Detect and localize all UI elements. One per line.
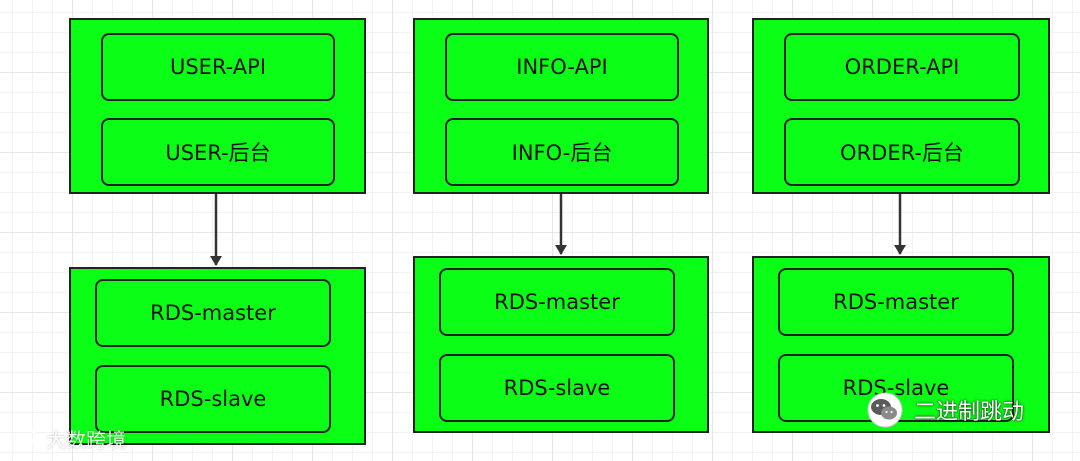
node-info-backend[interactable]: INFO-后台 (445, 118, 679, 186)
node-user-rds-slave[interactable]: RDS-slave (95, 365, 331, 433)
node-user-api[interactable]: USER-API (101, 33, 335, 101)
node-info-api[interactable]: INFO-API (445, 33, 679, 101)
watermark-left-text: 大数跨境 (46, 428, 126, 452)
watermark-right: 二进制跳动 (862, 392, 1024, 428)
wechat-icon (867, 392, 903, 428)
service-container-order: ORDER-API ORDER-后台 (752, 18, 1050, 194)
service-container-info: INFO-API INFO-后台 (413, 18, 709, 194)
db-container-user: RDS-master RDS-slave (69, 267, 366, 445)
node-user-rds-master[interactable]: RDS-master (95, 279, 331, 347)
weibo-icon (6, 428, 38, 451)
node-order-api[interactable]: ORDER-API (784, 33, 1020, 101)
node-user-backend[interactable]: USER-后台 (101, 118, 335, 186)
node-info-rds-slave[interactable]: RDS-slave (439, 354, 675, 422)
service-container-user: USER-API USER-后台 (69, 18, 366, 194)
node-order-backend[interactable]: ORDER-后台 (784, 118, 1020, 186)
node-order-rds-master[interactable]: RDS-master (778, 268, 1014, 336)
db-container-info: RDS-master RDS-slave (413, 256, 709, 433)
watermark-right-text: 二进制跳动 (914, 400, 1025, 425)
watermark-left: 大数跨境 (6, 424, 126, 453)
node-info-rds-master[interactable]: RDS-master (439, 268, 675, 336)
db-container-order: RDS-master RDS-slave (752, 256, 1050, 433)
